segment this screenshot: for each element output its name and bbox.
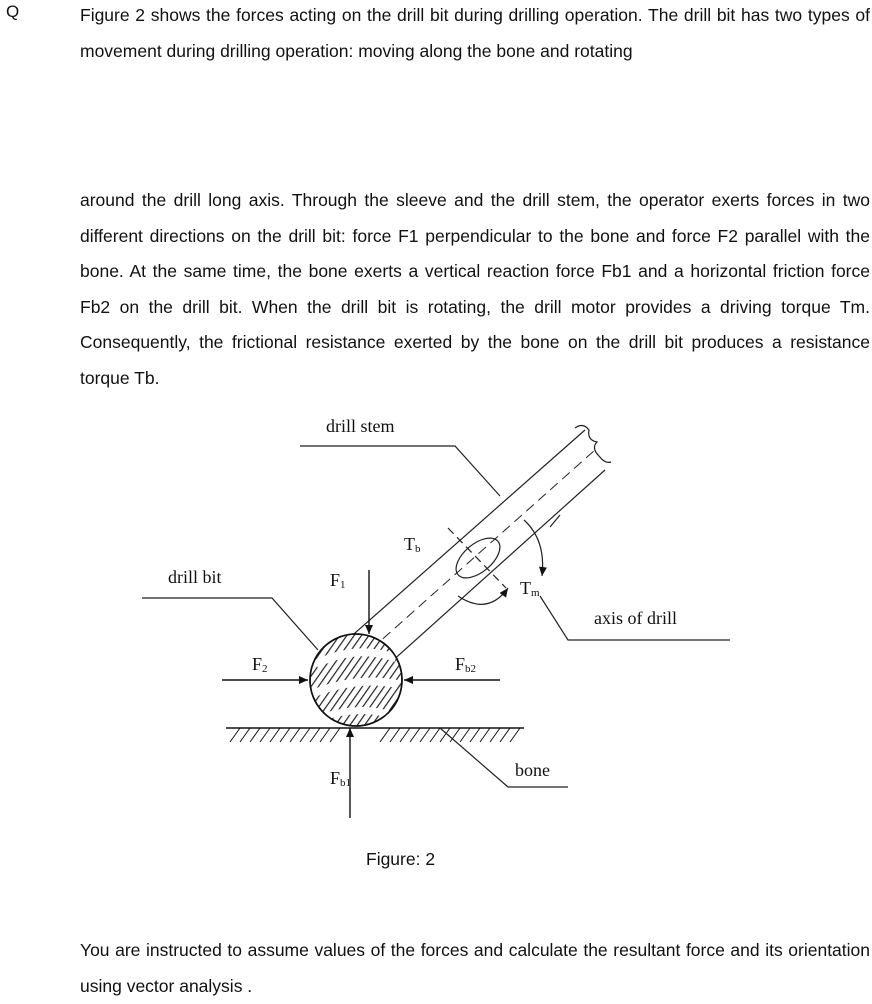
figure-caption: Figure: 2 [366, 849, 435, 869]
instruction-paragraph: You are instructed to assume values of t… [80, 940, 870, 996]
drill-bit-label: drill bit [168, 567, 222, 587]
leader-lines [142, 445, 730, 788]
fb2-label: Fb2 [455, 654, 476, 675]
axis-of-drill-label: axis of drill [594, 608, 677, 628]
fb1-label: Fb1 [330, 768, 351, 789]
drill-stem-shaft [337, 424, 612, 673]
f2-label: F2 [252, 654, 268, 675]
question-marker: Q [6, 2, 20, 21]
drill-bit-ball [309, 633, 403, 727]
intro-paragraph: Figure 2 shows the forces acting on the … [80, 5, 870, 61]
torque-tm-arrow [523, 519, 547, 577]
description-paragraph: around the drill long axis. Through the … [80, 190, 870, 388]
torque-tb-symbol [447, 527, 509, 605]
bone-surface [226, 727, 524, 743]
tm-label: Tm [520, 578, 540, 599]
bone-label: bone [515, 760, 550, 780]
f1-label: F1 [330, 570, 346, 591]
drill-stem-label: drill stem [326, 416, 395, 436]
tb-label: Tb [404, 534, 421, 555]
